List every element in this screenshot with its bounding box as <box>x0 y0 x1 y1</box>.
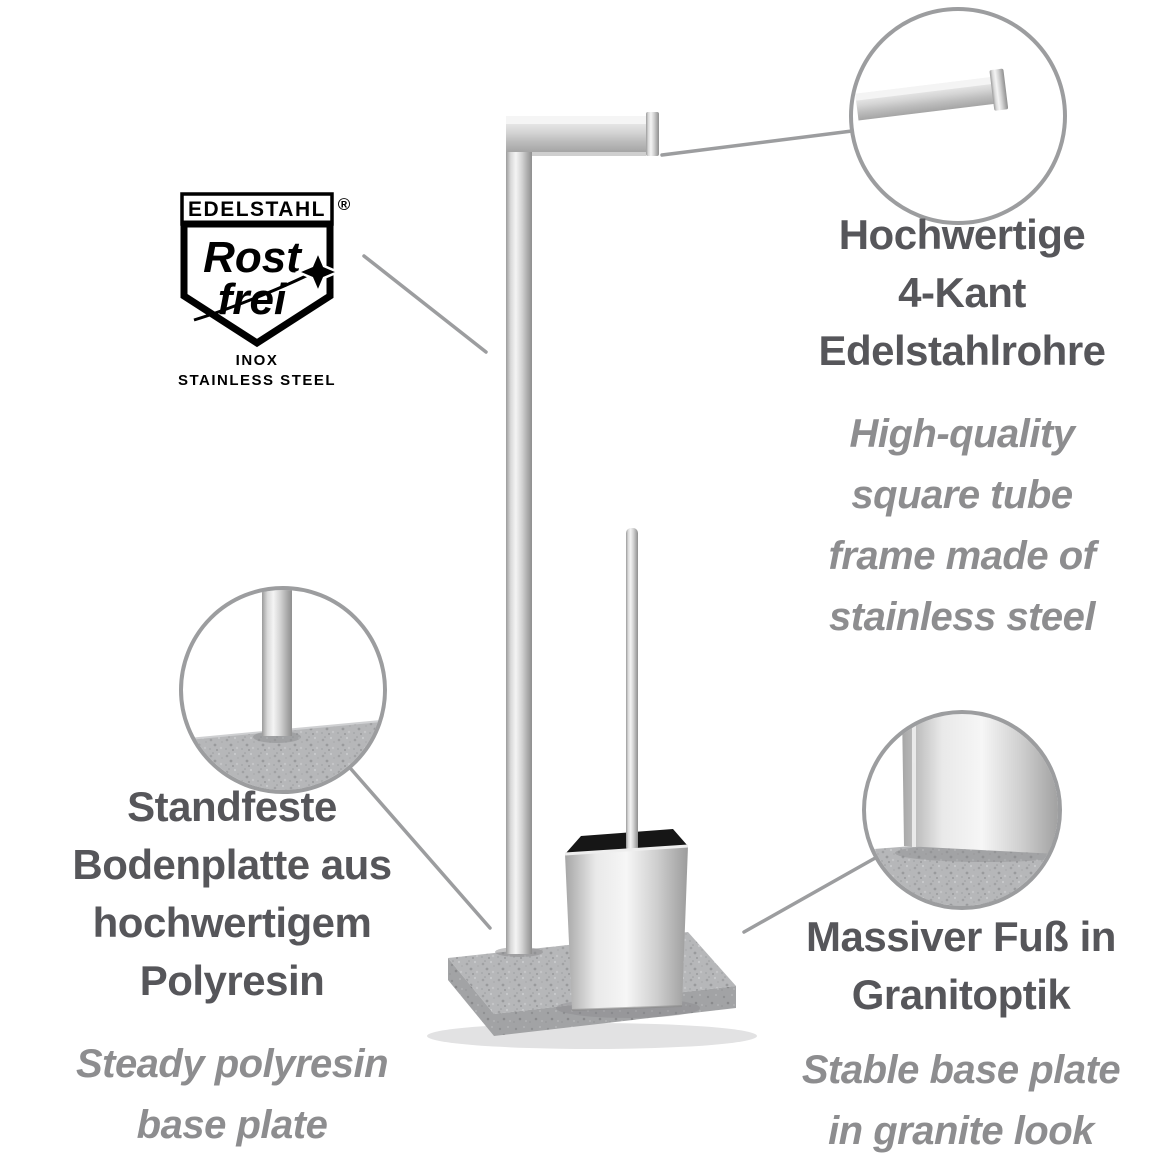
leader-line-pole-base <box>349 767 492 930</box>
arm-under-shadow <box>532 152 646 156</box>
subtitle-line: square tube <box>851 473 1073 517</box>
brush-cup <box>565 846 688 1010</box>
callout-pole <box>262 590 292 736</box>
toilet-brush-set <box>556 528 700 1018</box>
sparkle-star-icon <box>294 248 342 296</box>
leader-line-base-corner <box>742 855 879 934</box>
callout-paper-holder <box>849 7 1067 225</box>
subtitle-line: Steady polyresin <box>75 1042 389 1086</box>
cup-bottom-edge <box>571 1005 683 1011</box>
annotation-title: Standfeste Bodenplatte aus hochwertigem … <box>22 778 442 1010</box>
arm-end-cap <box>646 112 659 156</box>
registered-trademark-icon: ® <box>338 195 351 214</box>
badge-inox-label: INOX <box>236 352 279 369</box>
annotation-square-tube: Hochwertige 4-Kant Edelstahlrohre High-q… <box>762 206 1160 648</box>
annotation-granite-foot: Massiver Fuß in Granitoptik Stable base … <box>756 908 1160 1160</box>
annotation-base-plate: Standfeste Bodenplatte aus hochwertigem … <box>22 778 442 1156</box>
callout-cup-face <box>902 714 1058 854</box>
subtitle-line: in granite look <box>828 1109 1094 1153</box>
annotation-subtitle: High-quality square tube frame made of s… <box>762 404 1160 648</box>
callout-ring <box>849 7 1067 225</box>
brush-handle <box>626 528 638 852</box>
annotation-title: Hochwertige 4-Kant Edelstahlrohre <box>762 206 1160 380</box>
ground-shadow <box>427 1023 757 1049</box>
badge-word-rost: Rost <box>203 233 303 282</box>
annotation-subtitle: Steady polyresin base plate <box>22 1034 442 1156</box>
subtitle-line: stainless steel <box>829 595 1096 639</box>
subtitle-line: High-quality <box>849 412 1075 456</box>
annotation-subtitle: Stable base plate in granite look <box>756 1040 1160 1160</box>
callout-ring <box>179 586 387 794</box>
leader-line-badge <box>362 254 488 354</box>
title-line: Polyresin <box>139 957 325 1004</box>
title-line: Hochwertige <box>838 211 1086 258</box>
title-line: Bodenplatte aus <box>72 841 392 888</box>
stand-frame <box>495 112 659 957</box>
base-plate-left-edge <box>448 958 494 1036</box>
title-line: Granitoptik <box>851 971 1071 1018</box>
title-line: Massiver Fuß in <box>806 913 1116 960</box>
rostfrei-stainless-badge: EDELSTAHL ® Rost frei INOX STAINLESS STE… <box>178 192 351 389</box>
title-line: hochwertigem <box>92 899 372 946</box>
title-line: 4-Kant <box>898 269 1026 316</box>
subtitle-line: Stable base plate <box>801 1048 1121 1092</box>
callout-ring <box>862 710 1062 910</box>
cup-rim-highlight <box>564 844 689 856</box>
badge-swoosh <box>193 273 309 322</box>
badge-edelstahl-label: EDELSTAHL <box>188 198 326 221</box>
title-line: Edelstahlrohre <box>818 327 1106 374</box>
subtitle-line: base plate <box>136 1103 328 1147</box>
callout-base-corner <box>862 710 1062 910</box>
badge-word-frei: frei <box>218 275 287 324</box>
callout-circle-bg <box>851 9 1065 223</box>
badge-shield <box>180 220 334 348</box>
callout-arm-end-cap <box>989 68 1009 111</box>
leader-line-paper-holder <box>660 129 854 157</box>
subtitle-line: frame made of <box>828 534 1096 578</box>
arm-top-highlight <box>506 116 656 124</box>
callout-arm-highlight <box>855 76 996 101</box>
annotation-title: Massiver Fuß in Granitoptik <box>756 908 1160 1024</box>
callout-pole-base <box>179 586 387 794</box>
title-line: Standfeste <box>127 783 337 830</box>
badge-stainless-steel-label: STAINLESS STEEL <box>178 372 336 389</box>
stand-pole <box>506 116 532 954</box>
